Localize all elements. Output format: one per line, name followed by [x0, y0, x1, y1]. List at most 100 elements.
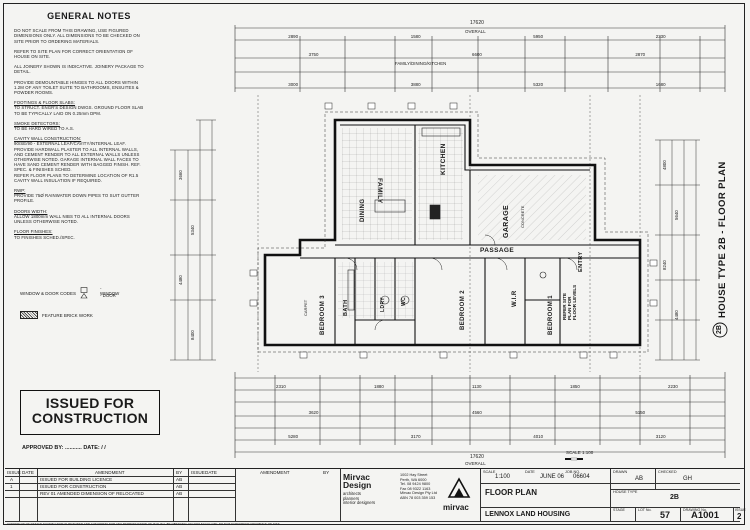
bath-tub-icon — [347, 269, 355, 311]
plan-scale-label: SCALE 1:100 — [566, 450, 594, 455]
overall-top-label: OVERALL — [465, 29, 486, 34]
checked-label: CHECKED — [658, 470, 677, 474]
room-label-family: FAMILY — [376, 178, 383, 204]
refer-site-plan-note: REFER SITE PLAN FOR FLOOR LEVELS — [562, 284, 577, 320]
fixtures — [347, 127, 547, 311]
drawing-title: FLOOR PLAN — [485, 488, 537, 497]
entry-post-icon — [539, 271, 547, 279]
general-note-text: PROVIDE DEMOUNTABLE HINGES TO ALL DOORS … — [14, 79, 139, 96]
lot-label: LOT No. — [638, 508, 652, 512]
stamp-line-2: CONSTRUCTION — [31, 410, 149, 426]
house-type-title: HOUSE TYPE 2B - FLOOR PLAN — [717, 161, 728, 318]
right-side-dim-value: 4800 — [662, 160, 667, 170]
room-label-wc: WC — [401, 296, 407, 306]
top-dim-value: 1680 — [655, 82, 666, 87]
window-door-symbol-icon — [80, 287, 88, 299]
wet-area-tiles — [338, 262, 414, 318]
drawn-value: AB — [635, 476, 644, 482]
right-side-dim-value: 4480 — [674, 310, 679, 320]
general-note-text: PROVIDE 75Ø RAINWATER DOWN PIPES TO SUIT… — [14, 193, 140, 204]
stamp-line-1: ISSUED FOR — [45, 395, 135, 411]
bottom-dim-value: 3620 — [308, 410, 319, 415]
general-note-text: REFER TO SITE PLAN FOR CORRECT ORIENTATI… — [14, 48, 133, 60]
general-note: RWP:PROVIDE 75Ø RAINWATER DOWN PIPES TO … — [14, 188, 164, 204]
brand-name: mirvac — [443, 503, 469, 512]
family-kitchen-dim-label: FAMILY/DINING/KITCHEN — [395, 61, 447, 66]
table-icon — [374, 199, 406, 213]
room-label-bed2: BEDROOM 2 — [460, 290, 466, 330]
door-swings — [344, 234, 578, 331]
left-side-dim-value: 5340 — [190, 225, 195, 235]
right-side-dim-value: 5640 — [674, 210, 679, 220]
overall-top-dim: 17620 — [470, 20, 484, 26]
general-note-text: TO BE HARD WIRED TO A.S. — [14, 126, 75, 132]
general-note-heading: DOORS WIDTH: — [14, 208, 48, 214]
top-dim-value: 3750 — [308, 52, 319, 57]
job-no-value: 06604 — [573, 474, 590, 480]
house-type-badge — [712, 322, 728, 338]
company-name: Mirvac Design — [343, 472, 372, 490]
general-note: FLOOR FINISHES:TO FINISHES SCHED./SPEC. — [14, 229, 164, 239]
house-type-code: 2B — [716, 325, 723, 334]
top-dim-value: 2890 — [288, 34, 299, 39]
issue-label: ISSUE — [735, 508, 746, 512]
general-note: ALL JOINERY SHOWN IS INDICATIVE. JOINERY… — [14, 64, 164, 74]
bottom-dim-value: 5280 — [288, 434, 299, 439]
rev-header-by-2: BY — [323, 470, 330, 475]
room-label-entry: ENTRY — [578, 251, 584, 272]
stage-label: STAGE — [613, 508, 625, 512]
top-dim-value: 5950 — [533, 34, 544, 39]
revision-amendment: ISSUED FOR CONSTRUCTION — [40, 484, 107, 489]
scale-label: SCALE — [483, 470, 496, 474]
feature-brick-swatch-icon — [20, 311, 38, 319]
window-label: - WINDOW — [100, 286, 120, 296]
revision-amendment: ISSUED FOR BUILDING LICENCE — [40, 477, 113, 482]
revision-by: AB — [176, 484, 183, 489]
washer-icon — [400, 295, 410, 305]
overall-bottom-label: OVERALL — [465, 461, 486, 466]
room-label-wir: W.I.R — [512, 290, 518, 307]
scale-bar — [565, 457, 583, 461]
drawn-label: DRAWN — [613, 470, 628, 474]
lot-value: 57 — [660, 510, 671, 520]
room-label-garage: GARAGE — [503, 204, 510, 238]
revision-by: AB — [176, 477, 183, 482]
bottom-dim-value: 3120 — [655, 434, 666, 439]
general-note-text: 90/SE/90 - EXTERNAL LEAF/CAVITY/INTERNAL… — [14, 141, 141, 183]
general-note: CAVITY WALL CONSTRUCTION:90/SE/90 - EXTE… — [14, 136, 164, 183]
general-note: FOOTINGS & FLOOR SLABS:TO STRUCT. ENGR'S… — [14, 100, 164, 116]
general-note-text: TO FINISHES SCHED./SPEC. — [14, 234, 75, 240]
date-value: JUNE 06 — [540, 474, 565, 480]
revision-issue: A — [10, 477, 14, 482]
rev-header-issue-2: ISSUE — [191, 470, 205, 475]
bottom-dim-value: 3170 — [410, 434, 421, 439]
general-note-heading: FLOOR FINISHES: — [14, 229, 53, 235]
date-label: DATE — [525, 470, 535, 474]
general-note: SMOKE DETECTORS:TO BE HARD WIRED TO A.S. — [14, 121, 164, 131]
kitchen-bench-icon — [421, 127, 461, 137]
bottom-dim-value: 4010 — [533, 434, 544, 439]
left-side-dim-value: 8400 — [190, 330, 195, 340]
top-dim-value: 6600 — [472, 52, 482, 57]
general-notes-list: DO NOT SCALE FROM THIS DRAWING, USE FIGU… — [14, 28, 164, 240]
room-label-ldry: LDRY — [380, 296, 386, 312]
bottom-dim-value: 2230 — [668, 384, 678, 389]
checked-value: GH — [683, 476, 692, 482]
job-no-label: JOB NO. — [565, 470, 581, 474]
room-label-passage: PASSAGE — [480, 247, 515, 254]
window-tags — [249, 102, 658, 359]
general-note-heading: RWP: — [14, 188, 26, 194]
general-note: DO NOT SCALE FROM THIS DRAWING, USE FIGU… — [14, 28, 164, 44]
bottom-dim-value: 4560 — [472, 410, 482, 415]
rev-header-date: DATE — [22, 470, 34, 475]
top-dim-value: 3880 — [410, 82, 421, 87]
right-side-dim-value: 8240 — [662, 260, 667, 270]
carpet-label: CARPET — [303, 299, 308, 316]
top-dim-value: 2870 — [635, 52, 646, 57]
rev-header-issue: ISSUE — [7, 470, 21, 475]
garage-hatch — [478, 175, 586, 240]
cooktop-icon — [429, 204, 441, 220]
sheet-border — [3, 3, 745, 525]
